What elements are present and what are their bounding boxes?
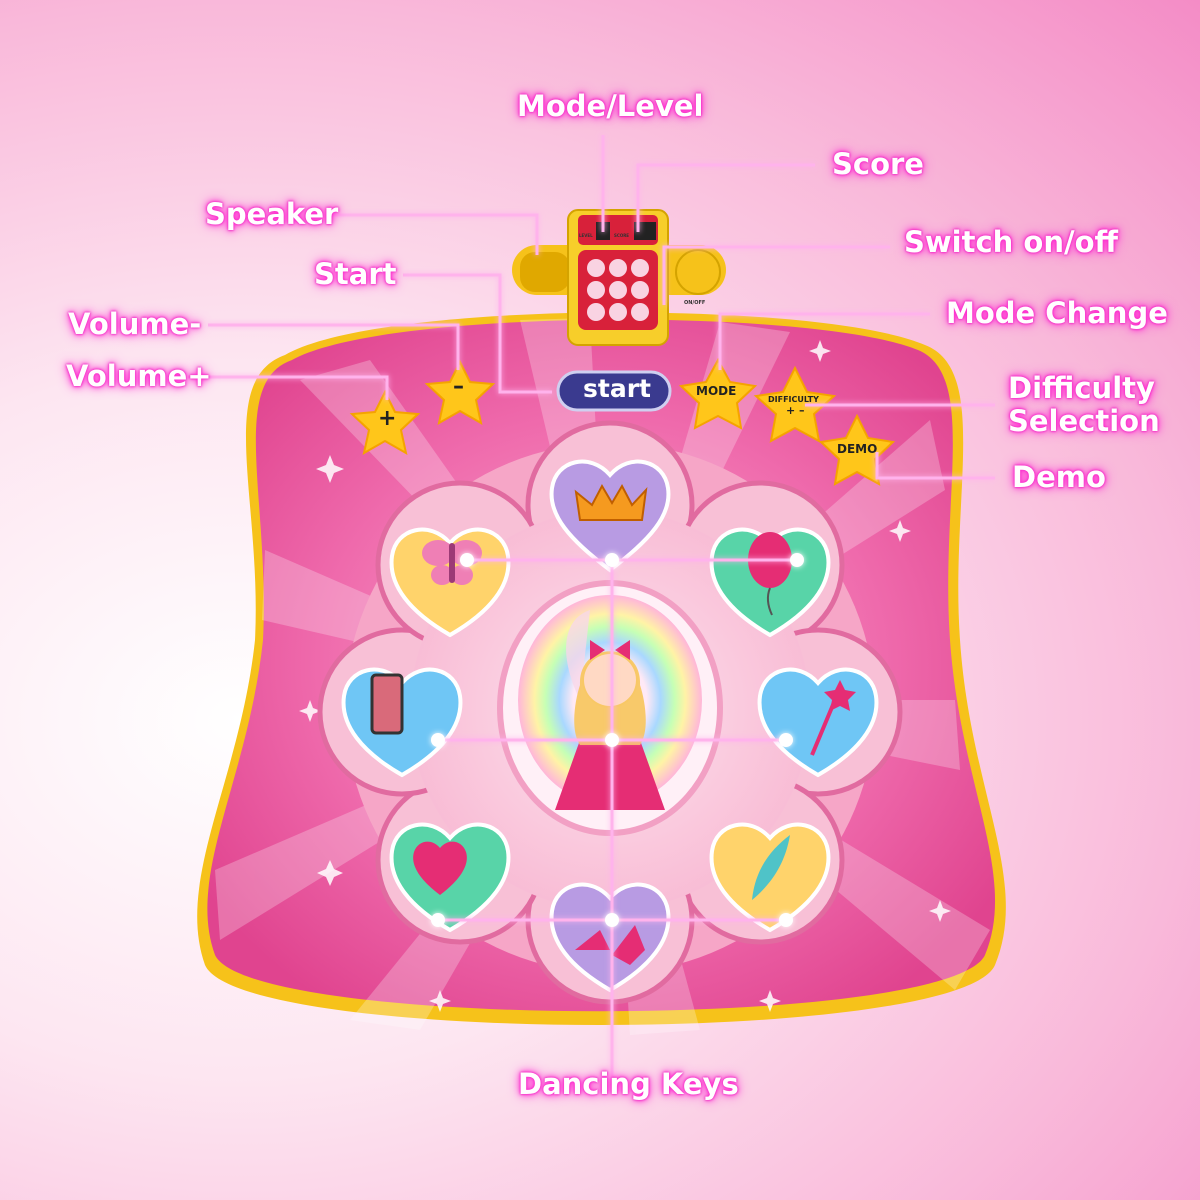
power-knob[interactable] bbox=[675, 249, 721, 295]
label-volume-plus: Volume+ bbox=[66, 359, 212, 393]
label-difficulty-2: Selection bbox=[1008, 404, 1160, 438]
callout-dots bbox=[431, 553, 804, 927]
label-demo: Demo bbox=[1012, 460, 1106, 494]
key-heel[interactable] bbox=[549, 882, 671, 993]
keypad-buttons bbox=[587, 259, 649, 321]
princess-dress bbox=[555, 740, 665, 810]
label-volume-minus: Volume- bbox=[68, 307, 202, 341]
label-switch: Switch on/off bbox=[904, 225, 1118, 259]
feather-icon bbox=[752, 835, 790, 900]
key-feather[interactable] bbox=[709, 822, 831, 933]
key-wand[interactable] bbox=[757, 667, 879, 778]
volume-plus-star[interactable] bbox=[349, 389, 421, 455]
difficulty-star[interactable] bbox=[753, 365, 837, 443]
dancing-keys bbox=[341, 459, 879, 993]
speaker-grille bbox=[520, 252, 570, 292]
volume-plus-symbol: + bbox=[378, 406, 397, 431]
score-text: SCORE bbox=[614, 233, 630, 238]
label-difficulty-1: Difficulty bbox=[1008, 371, 1155, 405]
label-start: Start bbox=[314, 257, 397, 291]
lipstick-icon bbox=[370, 673, 404, 735]
demo-button-label[interactable]: DEMO bbox=[837, 442, 878, 456]
volume-minus-symbol: – bbox=[453, 374, 464, 399]
key-crown[interactable] bbox=[549, 459, 671, 573]
label-dancing-keys: Dancing Keys bbox=[518, 1067, 739, 1101]
mode-star[interactable] bbox=[678, 357, 758, 430]
volume-minus-star[interactable] bbox=[424, 359, 496, 425]
crown-icon bbox=[574, 483, 648, 521]
princess-center bbox=[497, 580, 723, 836]
mode-button-label[interactable]: MODE bbox=[696, 384, 737, 398]
label-speaker: Speaker bbox=[205, 197, 339, 231]
heart-gem-icon bbox=[413, 841, 467, 895]
on-off-text: ON/OFF bbox=[684, 300, 706, 306]
level-text: LEVEL bbox=[579, 233, 593, 238]
difficulty-symbols: + – bbox=[786, 404, 805, 417]
label-mode-level: Mode/Level bbox=[517, 89, 704, 123]
key-heart[interactable] bbox=[389, 822, 511, 933]
control-box bbox=[512, 209, 726, 346]
key-lipstick[interactable] bbox=[341, 667, 463, 778]
sparkles bbox=[299, 340, 951, 1012]
bow-icon bbox=[590, 640, 630, 660]
start-button-label[interactable]: start bbox=[583, 374, 651, 403]
label-score: Score bbox=[832, 147, 924, 181]
key-butterfly[interactable] bbox=[389, 527, 511, 638]
difficulty-button-label[interactable]: DIFFICULTY bbox=[768, 395, 819, 404]
high-heel-icon bbox=[575, 925, 645, 965]
demo-star[interactable] bbox=[818, 413, 896, 486]
start-pill[interactable] bbox=[556, 370, 672, 412]
label-mode-change: Mode Change bbox=[946, 296, 1168, 330]
